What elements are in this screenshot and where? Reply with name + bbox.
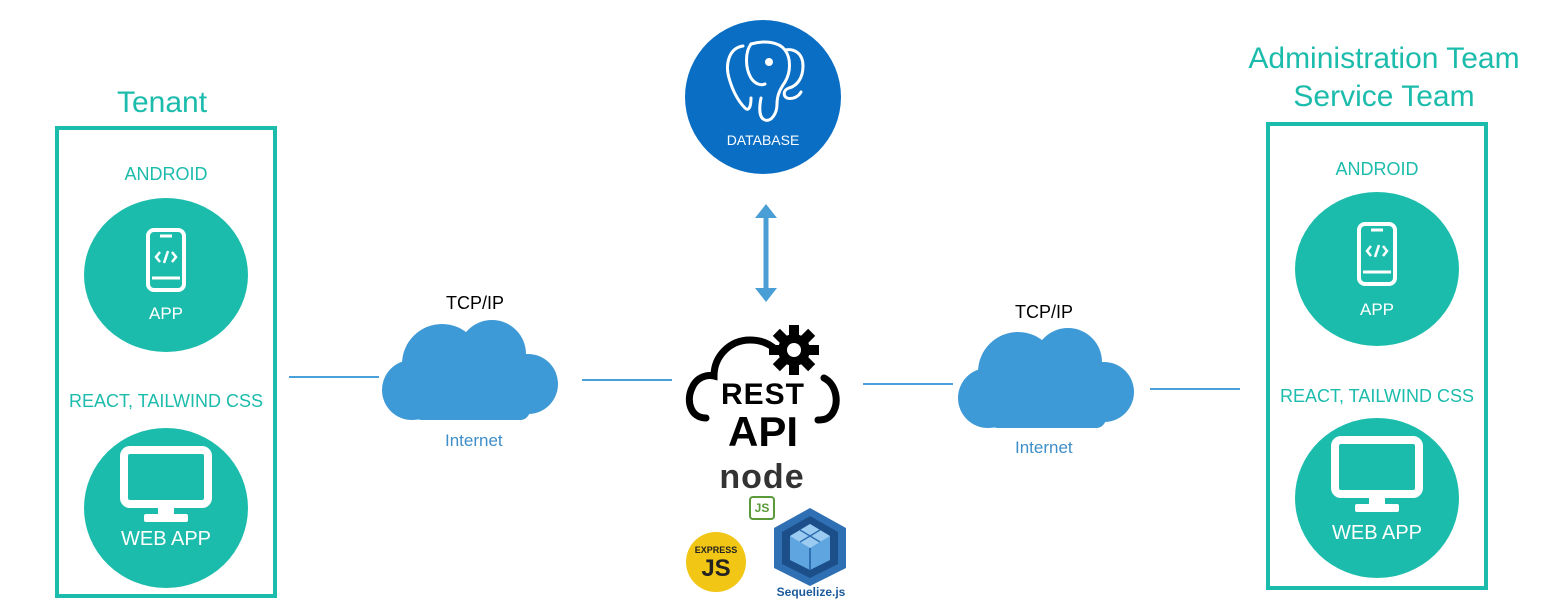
admin-webapp-label: WEB APP (1331, 522, 1423, 544)
api-label: API (727, 408, 798, 455)
left-internet-cloud-icon (380, 312, 562, 424)
admin-title-line1: Administration Team (1248, 42, 1520, 75)
tenant-android-app[interactable]: APP (84, 198, 248, 352)
tenant-webapp-label: WEB APP (120, 528, 212, 550)
expressjs-logo: EXPRESS JS (686, 532, 746, 592)
postgresql-elephant-icon (721, 38, 809, 128)
monitor-icon (1331, 436, 1423, 514)
sequelize-cube-icon (770, 506, 850, 588)
mobile-code-icon (146, 228, 186, 292)
tenant-app-label: APP (148, 304, 184, 323)
api-to-internet-line (863, 383, 953, 385)
node-text: node (719, 458, 805, 496)
express-js-text: JS (701, 555, 731, 582)
tenant-web-app[interactable]: WEB APP (84, 428, 248, 588)
database-label: DATABASE (726, 132, 800, 148)
rest-api-block[interactable]: REST API (684, 322, 842, 455)
admin-android-app[interactable]: APP (1295, 192, 1459, 346)
admin-web-label: REACT, TAILWIND CSS (1279, 386, 1475, 406)
admin-group (1266, 122, 1488, 590)
tenant-to-internet-line (289, 376, 379, 378)
admin-android-label: ANDROID (1335, 159, 1419, 179)
left-tcpip-label: TCP/IP (446, 293, 505, 313)
gear-icon (768, 324, 820, 376)
right-internet-cloud-icon (956, 320, 1138, 432)
nodejs-logo: node JS (708, 460, 816, 520)
node-js-badge: JS (749, 496, 775, 520)
db-api-double-arrow (755, 204, 777, 302)
right-internet-label: Internet (1015, 438, 1073, 457)
tenant-group (55, 126, 277, 598)
tenant-web-label: REACT, TAILWIND CSS (68, 391, 264, 411)
monitor-icon (120, 446, 212, 524)
internet-to-api-line (582, 379, 672, 381)
admin-app-label: APP (1359, 300, 1395, 319)
left-internet-label: Internet (445, 431, 503, 450)
sequelize-label: Sequelize.js (776, 585, 846, 599)
admin-title-line2: Service Team (1293, 80, 1475, 113)
admin-web-app[interactable]: WEB APP (1295, 418, 1459, 578)
tenant-android-label: ANDROID (124, 164, 208, 184)
mobile-code-icon (1357, 222, 1397, 286)
express-text: EXPRESS (694, 545, 738, 555)
api-cloud-outline-icon (685, 336, 840, 424)
right-tcpip-label: TCP/IP (1015, 302, 1074, 322)
tenant-title: Tenant (116, 86, 208, 119)
rest-label: REST (720, 378, 805, 411)
database-node[interactable]: DATABASE (685, 20, 841, 174)
internet-to-admin-line (1150, 388, 1240, 390)
